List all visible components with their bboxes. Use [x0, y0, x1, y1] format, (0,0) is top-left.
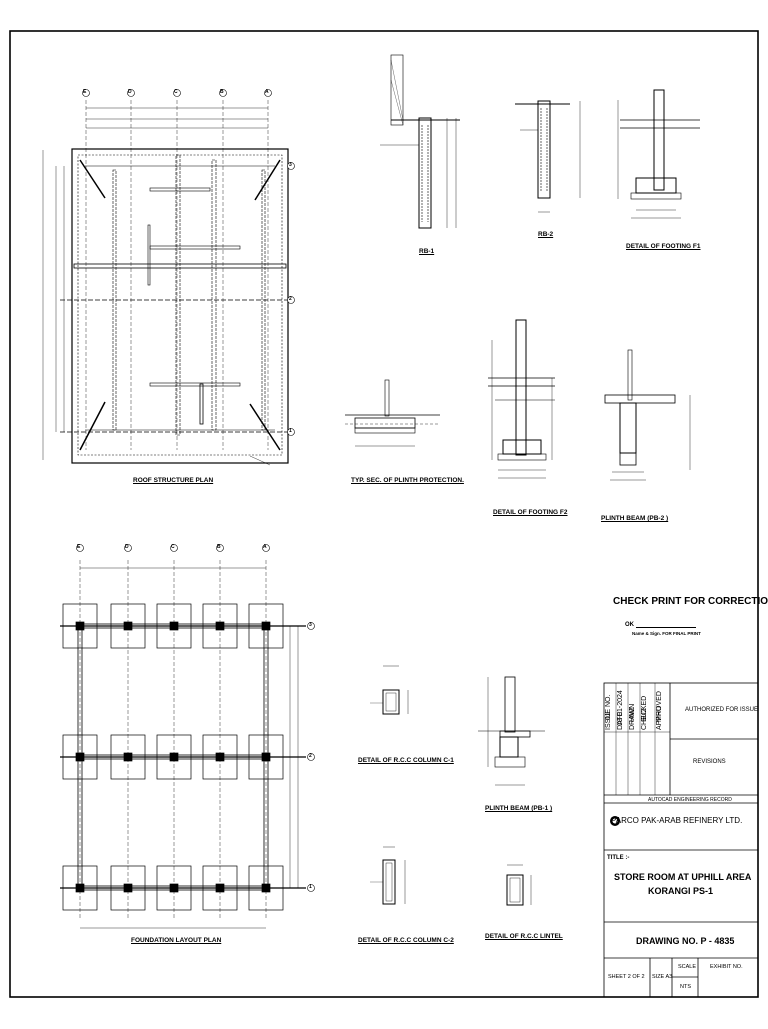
parco-logo — [610, 816, 620, 826]
column-c1-title: DETAIL OF R.C.C COLUMN C-1 — [358, 757, 454, 764]
roof-plan-title: ROOF STRUCTURE PLAN — [133, 477, 214, 484]
grid-label-a: A — [265, 89, 269, 95]
title-line-1: STORE ROOM AT UPHILL AREA — [614, 872, 752, 882]
grid-number-3: 3 — [289, 162, 292, 168]
column-stub — [75, 752, 85, 762]
grid-label-d: D — [128, 89, 132, 95]
title-label: TITLE :- — [607, 855, 630, 861]
column-stub — [123, 883, 133, 893]
grid-label-a: A — [263, 544, 267, 550]
footing-pad — [248, 603, 284, 649]
grid-number-3: 3 — [309, 622, 312, 628]
revisions-label: REVISIONS — [693, 759, 726, 765]
footing-pad — [248, 734, 284, 780]
footing-pad — [202, 734, 238, 780]
column-stub — [75, 621, 85, 631]
column-stub — [215, 883, 225, 893]
plinth-beam-pb2-detail — [604, 349, 691, 481]
column-stub — [261, 621, 271, 631]
approved-value: MHU — [656, 706, 663, 722]
column-stub — [169, 883, 179, 893]
check-print-heading: CHECK PRINT FOR CORRECTION — [613, 596, 768, 607]
date-value: 18-01-2024 — [617, 690, 624, 726]
column-stub — [215, 621, 225, 631]
drawing-number: DRAWING NO. P - 4835 — [636, 936, 735, 946]
rb1-detail — [380, 54, 460, 229]
footing-f2-detail — [488, 319, 555, 479]
ok-signature-line — [636, 627, 696, 628]
rb1-title: RB-1 — [419, 248, 435, 255]
grid-label-e: E — [77, 544, 81, 550]
footing-f1-detail — [617, 89, 700, 219]
plinth-beam-pb1-detail — [478, 676, 545, 786]
column-stub — [261, 883, 271, 893]
grid-number-2: 2 — [289, 296, 292, 302]
grid-label-b: B — [217, 544, 221, 550]
column-stub — [215, 752, 225, 762]
grid-label-c: C — [174, 89, 178, 95]
sheet-border — [9, 30, 759, 998]
issue-no-value: 01 — [605, 712, 612, 720]
plinth-beam-pb2-title: PLINTH BEAM (PB-2 ) — [601, 515, 669, 522]
grid-label-e: E — [83, 89, 87, 95]
plinth-protection-detail — [345, 379, 440, 447]
lintel-title: DETAIL OF R.C.C LINTEL — [485, 933, 563, 940]
footing-pad — [110, 734, 146, 780]
scale-value: NTS — [680, 984, 691, 990]
name-sign-label: Name & Sign. FOR FINAL PRINT — [632, 631, 701, 636]
checked-value: SUZ — [641, 708, 648, 722]
scale-label: SCALE — [678, 964, 697, 970]
footing-f1-title: DETAIL OF FOOTING F1 — [626, 243, 701, 250]
column-stub — [261, 752, 271, 762]
sheet-number: SHEET 2 OF 2 — [608, 974, 645, 980]
footing-pad — [202, 865, 238, 911]
column-c2-detail — [370, 846, 406, 905]
exhibit-no: EXHIBIT NO. — [710, 964, 743, 970]
authorized-for-issue: AUTHORIZED FOR ISSUE — [685, 707, 759, 713]
footing-pad — [202, 603, 238, 649]
column-stub — [169, 621, 179, 631]
column-stub — [75, 883, 85, 893]
autocad-record: AUTOCAD ENGINEERING RECORD — [648, 797, 732, 803]
footing-pad — [156, 734, 192, 780]
footing-pads — [62, 603, 284, 911]
grid-label-b: B — [220, 89, 224, 95]
column-stub — [123, 621, 133, 631]
grid-number-1: 1 — [309, 884, 312, 890]
plinth-beam-pb1-title: PLINTH BEAM (PB-1 ) — [485, 805, 553, 812]
footing-pad — [110, 865, 146, 911]
sheet-size: SIZE A3 — [652, 974, 673, 980]
footing-pad — [62, 734, 98, 780]
column-c2-title: DETAIL OF R.C.C COLUMN C-2 — [358, 937, 454, 944]
grid-number-1: 1 — [289, 428, 292, 434]
footing-pad — [156, 603, 192, 649]
lintel-detail — [506, 864, 532, 906]
column-stub — [169, 752, 179, 762]
drawn-value: HMZ — [629, 706, 636, 722]
column-stub — [123, 752, 133, 762]
footing-pad — [248, 865, 284, 911]
footing-pad — [156, 865, 192, 911]
company-name: PARCO PAK-ARAB REFINERY LTD. — [611, 816, 743, 825]
title-block-grid — [603, 682, 759, 998]
footing-pad — [110, 603, 146, 649]
grid-number-2: 2 — [309, 753, 312, 759]
rb2-detail — [515, 100, 581, 213]
rb2-title: RB-2 — [538, 231, 554, 238]
grid-label-d: D — [125, 544, 129, 550]
roof-grid-bubbles — [82, 89, 295, 436]
foundation-plan-title: FOUNDATION LAYOUT PLAN — [131, 937, 222, 944]
column-c1-detail — [370, 665, 409, 715]
grid-label-c: C — [171, 544, 175, 550]
plinth-protection-title: TYP. SEC. OF PLINTH PROTECTION. — [351, 477, 464, 484]
ok-label: OK — [625, 622, 634, 628]
title-line-2: KORANGI PS-1 — [648, 886, 714, 896]
roof-structure-plan — [42, 100, 290, 466]
foundation-grid-bubbles — [76, 544, 315, 892]
footing-pad — [62, 865, 98, 911]
footing-f2-title: DETAIL OF FOOTING F2 — [493, 509, 568, 516]
footing-pad — [62, 603, 98, 649]
